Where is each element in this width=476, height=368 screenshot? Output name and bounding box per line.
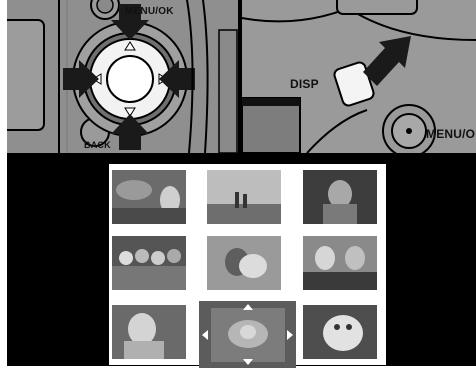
thumbnail-1[interactable] [112, 170, 186, 224]
lcd-display [7, 156, 476, 366]
thumbnail-5[interactable] [207, 236, 281, 290]
thumbnail-3[interactable] [303, 170, 377, 224]
nav-down-icon [243, 359, 253, 365]
thumbnail-6[interactable] [303, 236, 377, 290]
thumbnail-2[interactable] [207, 170, 281, 224]
ok-button [107, 56, 153, 102]
thumbnail-7[interactable] [112, 305, 186, 359]
camera-drawing [7, 0, 476, 153]
nav-up-icon [243, 304, 253, 310]
disp-label: DISP [290, 77, 319, 91]
nav-right-icon [287, 330, 293, 340]
camera-back-illustration: MENU/OK BACK DISP MENU/O [7, 0, 476, 156]
thumbnail-4[interactable] [112, 236, 186, 290]
nav-left-icon [202, 330, 208, 340]
lcd-screen [242, 98, 300, 153]
selected-thumbnail-frame[interactable] [199, 301, 296, 368]
menu-ok-label: MENU/OK [125, 6, 174, 17]
back-label: BACK [84, 140, 111, 150]
thumbnail-grid [109, 164, 386, 365]
lcd-edge [7, 20, 44, 130]
thumbnail-9[interactable] [303, 305, 377, 359]
thumbnail-8[interactable] [211, 308, 285, 362]
menu-ok-right-label: MENU/O [426, 127, 475, 141]
